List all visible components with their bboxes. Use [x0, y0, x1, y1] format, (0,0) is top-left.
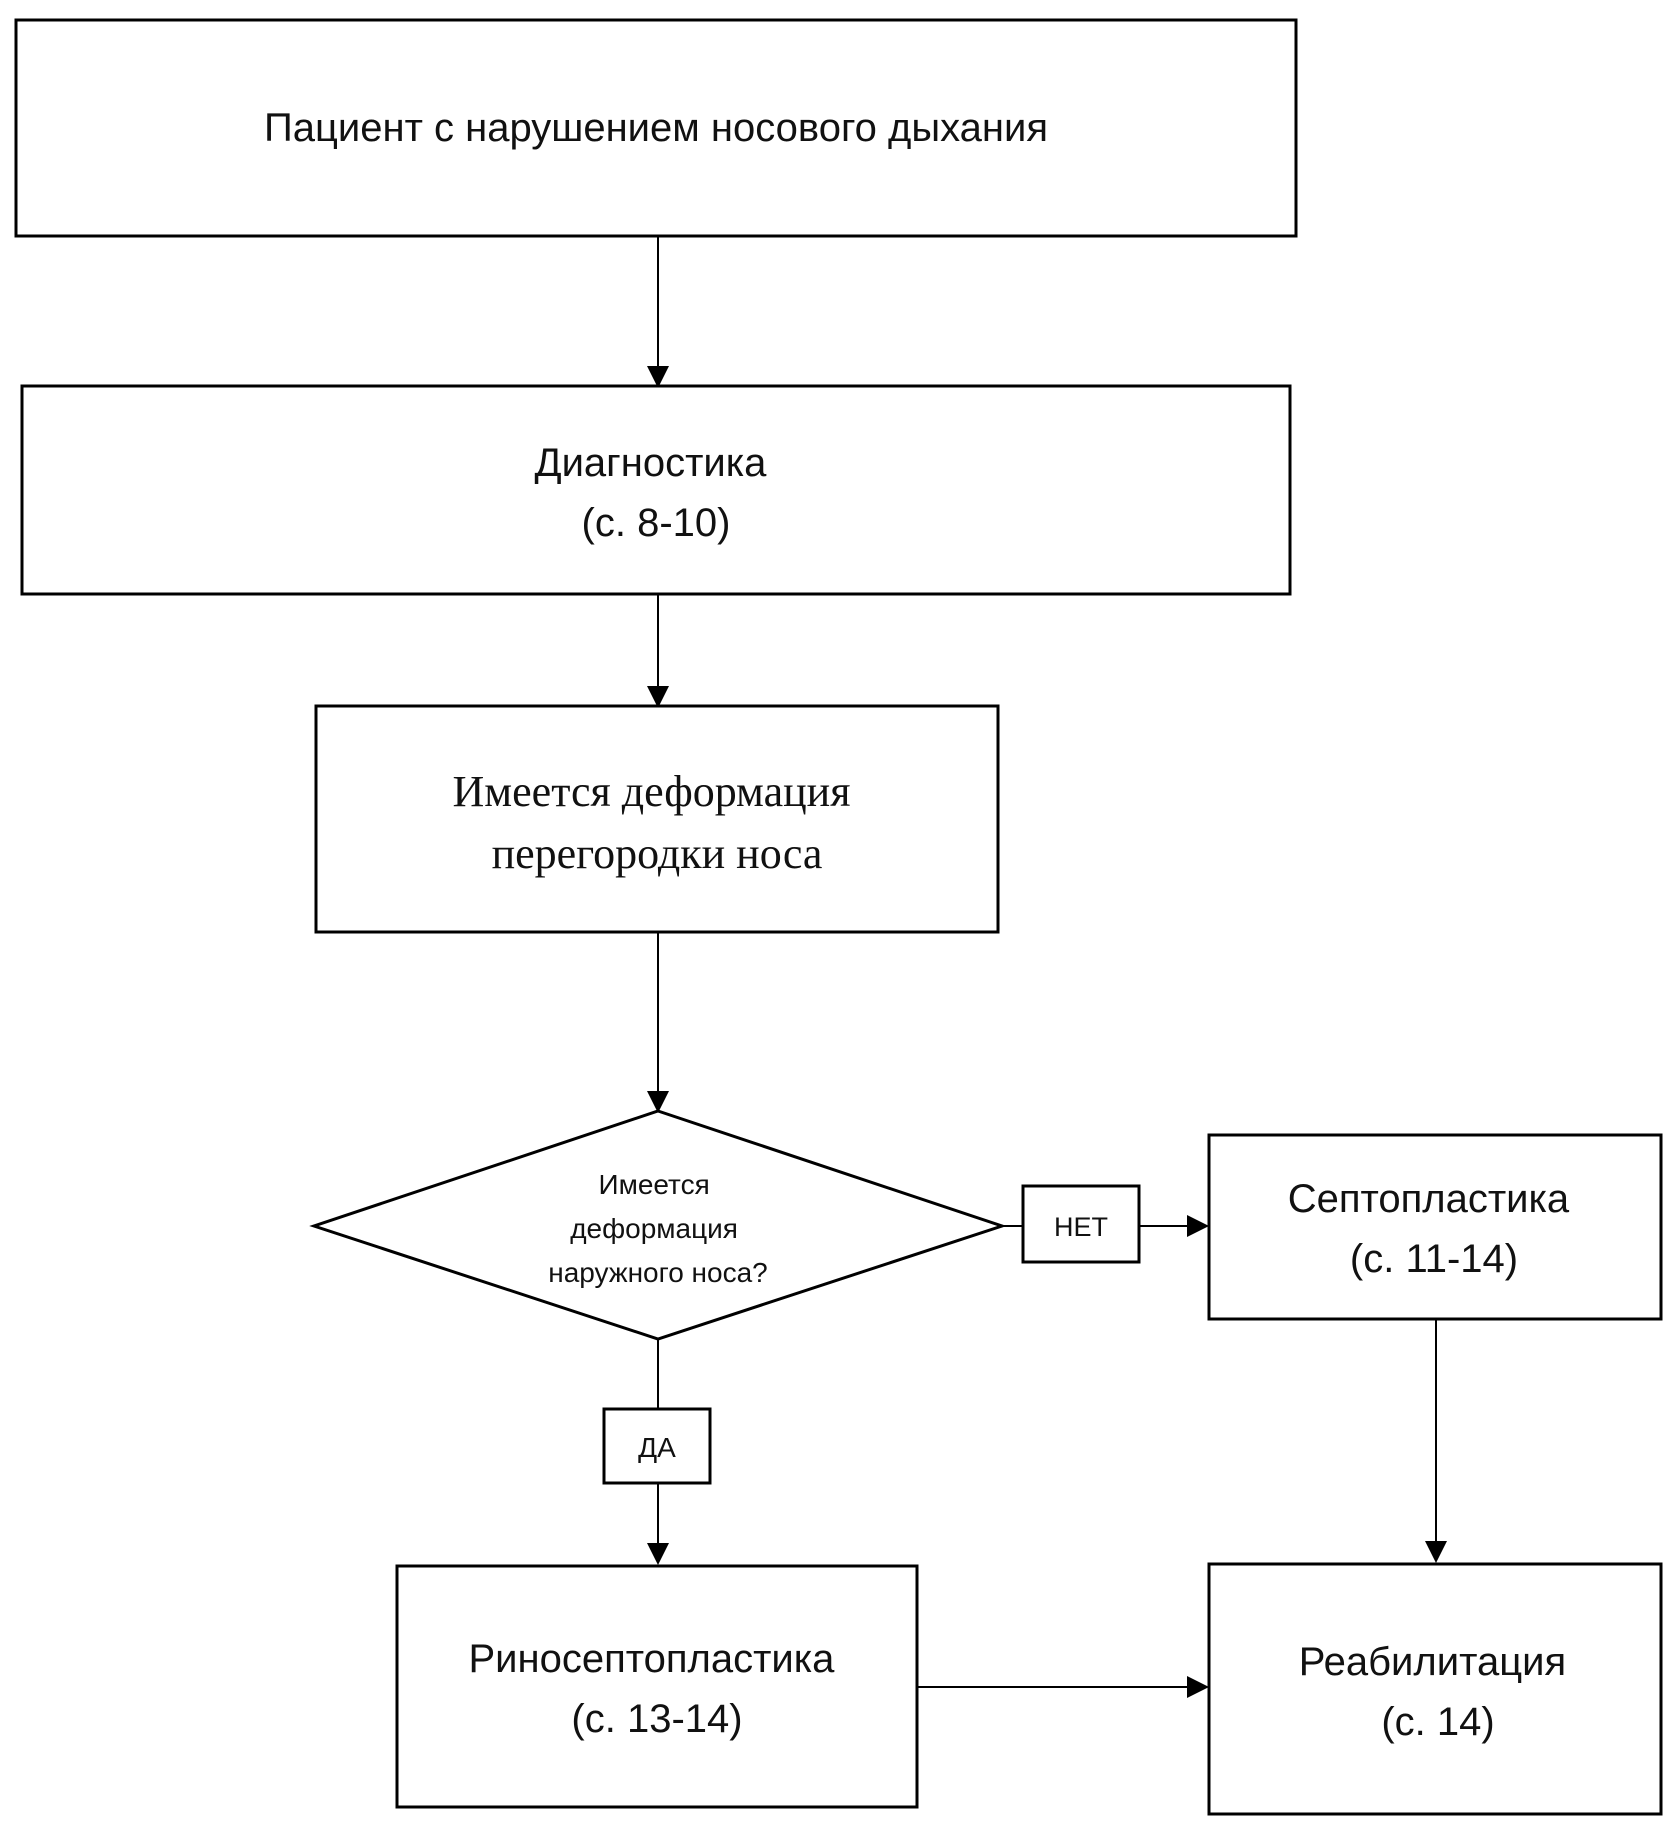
- node-rhinoseptoplasty-line-2: (с. 13-14): [571, 1697, 742, 1741]
- node-decision-text: Имеется деформация наружного носа?: [548, 1169, 768, 1288]
- node-patient-text: Пациент с нарушением носового дыхания: [264, 106, 1048, 150]
- node-diagnostics-line-1: Диагностика: [534, 441, 767, 485]
- node-septum-deformation: Имеется деформация перегородки носа: [314, 704, 1000, 934]
- label-yes: ДА: [602, 1407, 712, 1485]
- node-rhinoseptoplasty-text: Риносептопластика (с. 13-14): [468, 1637, 845, 1741]
- node-septoplasty: Септопластика (с. 11-14): [1207, 1133, 1663, 1321]
- node-decision-line-3: наружного носа?: [548, 1257, 768, 1288]
- node-patient: Пациент с нарушением носового дыхания: [14, 18, 1298, 238]
- node-septum-deformation-text: Имеется деформация перегородки носа: [453, 767, 862, 878]
- node-rehabilitation: Реабилитация (с. 14): [1207, 1562, 1663, 1816]
- node-septoplasty-line-1: Септопластика: [1288, 1177, 1570, 1221]
- node-rehabilitation-text: Реабилитация (с. 14): [1299, 1640, 1578, 1744]
- node-rehabilitation-line-1: Реабилитация: [1299, 1640, 1566, 1684]
- node-decision: Имеется деформация наружного носа?: [309, 1109, 1007, 1341]
- node-decision-line-2: деформация: [570, 1213, 738, 1244]
- node-rhinoseptoplasty-line-1: Риносептопластика: [468, 1637, 835, 1681]
- node-diagnostics-line-2: (с. 8-10): [582, 501, 731, 545]
- node-rehabilitation-line-2: (с. 14): [1381, 1700, 1494, 1744]
- label-no: НЕТ: [1021, 1184, 1141, 1264]
- node-decision-line-1: Имеется: [598, 1169, 709, 1200]
- node-rhinoseptoplasty: Риносептопластика (с. 13-14): [395, 1564, 919, 1809]
- label-yes-text: ДА: [638, 1432, 676, 1463]
- node-patient-line-1: Пациент с нарушением носового дыхания: [264, 106, 1048, 150]
- node-septum-deformation-line-2: перегородки носа: [492, 829, 823, 878]
- node-septoplasty-line-2: (с. 11-14): [1350, 1237, 1518, 1281]
- node-diagnostics: Диагностика (с. 8-10): [20, 384, 1292, 596]
- node-diagnostics-text: Диагностика (с. 8-10): [534, 441, 777, 545]
- connectors: [647, 236, 1447, 1698]
- node-septum-deformation-line-1: Имеется деформация: [453, 767, 851, 816]
- label-no-text: НЕТ: [1054, 1212, 1108, 1242]
- node-septoplasty-text: Септопластика (с. 11-14): [1288, 1177, 1581, 1281]
